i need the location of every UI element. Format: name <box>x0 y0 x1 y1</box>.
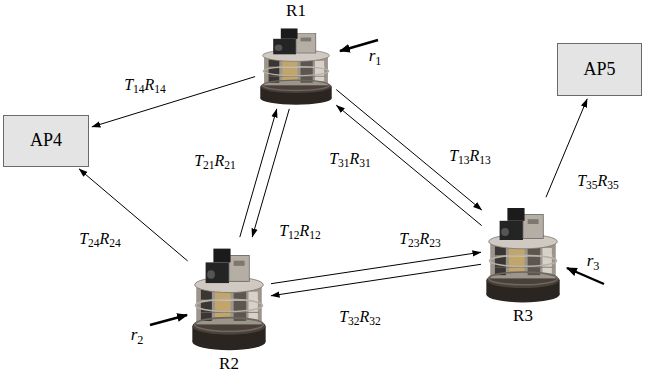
label-part: 35 <box>607 179 619 191</box>
robot-picture <box>486 208 559 302</box>
link-arrow <box>336 105 481 225</box>
box-label: AP4 <box>30 131 62 151</box>
link-arrow <box>92 77 255 127</box>
label-part: 1 <box>375 54 381 68</box>
link-label: T32R32 <box>337 308 383 329</box>
label-part: R <box>145 76 155 93</box>
robot-picture <box>260 28 331 104</box>
robot-name: R2 <box>219 355 239 372</box>
access-point-box: AP4 <box>3 115 89 167</box>
label-part: T <box>79 230 88 247</box>
robot-node: R2 <box>190 240 268 352</box>
label-part: 24 <box>88 237 100 249</box>
input-label: r2 <box>129 325 146 347</box>
label-part: 31 <box>359 157 371 169</box>
label-part: R <box>300 222 310 239</box>
label-part: T <box>194 152 203 169</box>
label-part: 21 <box>224 159 236 171</box>
link-label: T21R21 <box>192 152 238 173</box>
robot-name: R3 <box>513 307 533 324</box>
link-label: T31R31 <box>327 150 373 171</box>
label-part: T <box>577 172 586 189</box>
label-part: T <box>399 230 408 247</box>
link-arrow <box>271 252 481 284</box>
link-label: T24R24 <box>77 230 123 251</box>
link-arrow <box>252 109 289 237</box>
robot-node: R1 <box>258 22 334 106</box>
label-part: 13 <box>458 154 470 166</box>
label-part: 2 <box>137 333 143 347</box>
label-part: r <box>131 325 138 344</box>
access-point-box: AP5 <box>557 43 642 96</box>
label-part: T <box>329 150 338 167</box>
link-label: T13R13 <box>447 147 493 168</box>
label-part: 23 <box>408 237 420 249</box>
link-label: T23R23 <box>397 230 443 251</box>
label-part: R <box>215 152 225 169</box>
label-part: R <box>350 150 360 167</box>
label-part: T <box>124 76 133 93</box>
label-part: 35 <box>586 179 598 191</box>
label-part: 24 <box>109 237 121 249</box>
label-part: r <box>369 46 376 65</box>
label-part: 31 <box>338 157 350 169</box>
label-part: 3 <box>593 259 599 273</box>
label-part: r <box>587 251 594 270</box>
label-part: 13 <box>479 154 491 166</box>
link-label: T14R14 <box>122 76 168 97</box>
input-label: r1 <box>367 46 384 68</box>
label-part: R <box>598 172 608 189</box>
label-part: 12 <box>309 229 321 241</box>
input-arrow <box>150 315 187 325</box>
link-arrow <box>546 99 587 197</box>
link-arrow <box>79 169 188 261</box>
input-label: r3 <box>585 251 602 273</box>
label-part: 21 <box>203 159 215 171</box>
label-part: 14 <box>154 83 166 95</box>
label-part: R <box>360 308 370 325</box>
robot-name: R1 <box>286 2 306 19</box>
robot-picture <box>192 249 265 351</box>
label-part: 14 <box>133 83 145 95</box>
label-part: T <box>449 147 458 164</box>
label-part: 32 <box>369 315 381 327</box>
robot-node: R3 <box>484 200 562 304</box>
label-part: T <box>279 222 288 239</box>
link-label: T12R12 <box>277 222 323 243</box>
label-part: 23 <box>429 237 441 249</box>
link-label: T35R35 <box>575 172 621 193</box>
label-part: 32 <box>348 315 360 327</box>
label-part: 12 <box>288 229 300 241</box>
box-label: AP5 <box>583 60 615 80</box>
label-part: R <box>100 230 110 247</box>
label-part: R <box>420 230 430 247</box>
link-arrow <box>271 264 481 296</box>
label-part: R <box>470 147 480 164</box>
label-part: T <box>339 308 348 325</box>
